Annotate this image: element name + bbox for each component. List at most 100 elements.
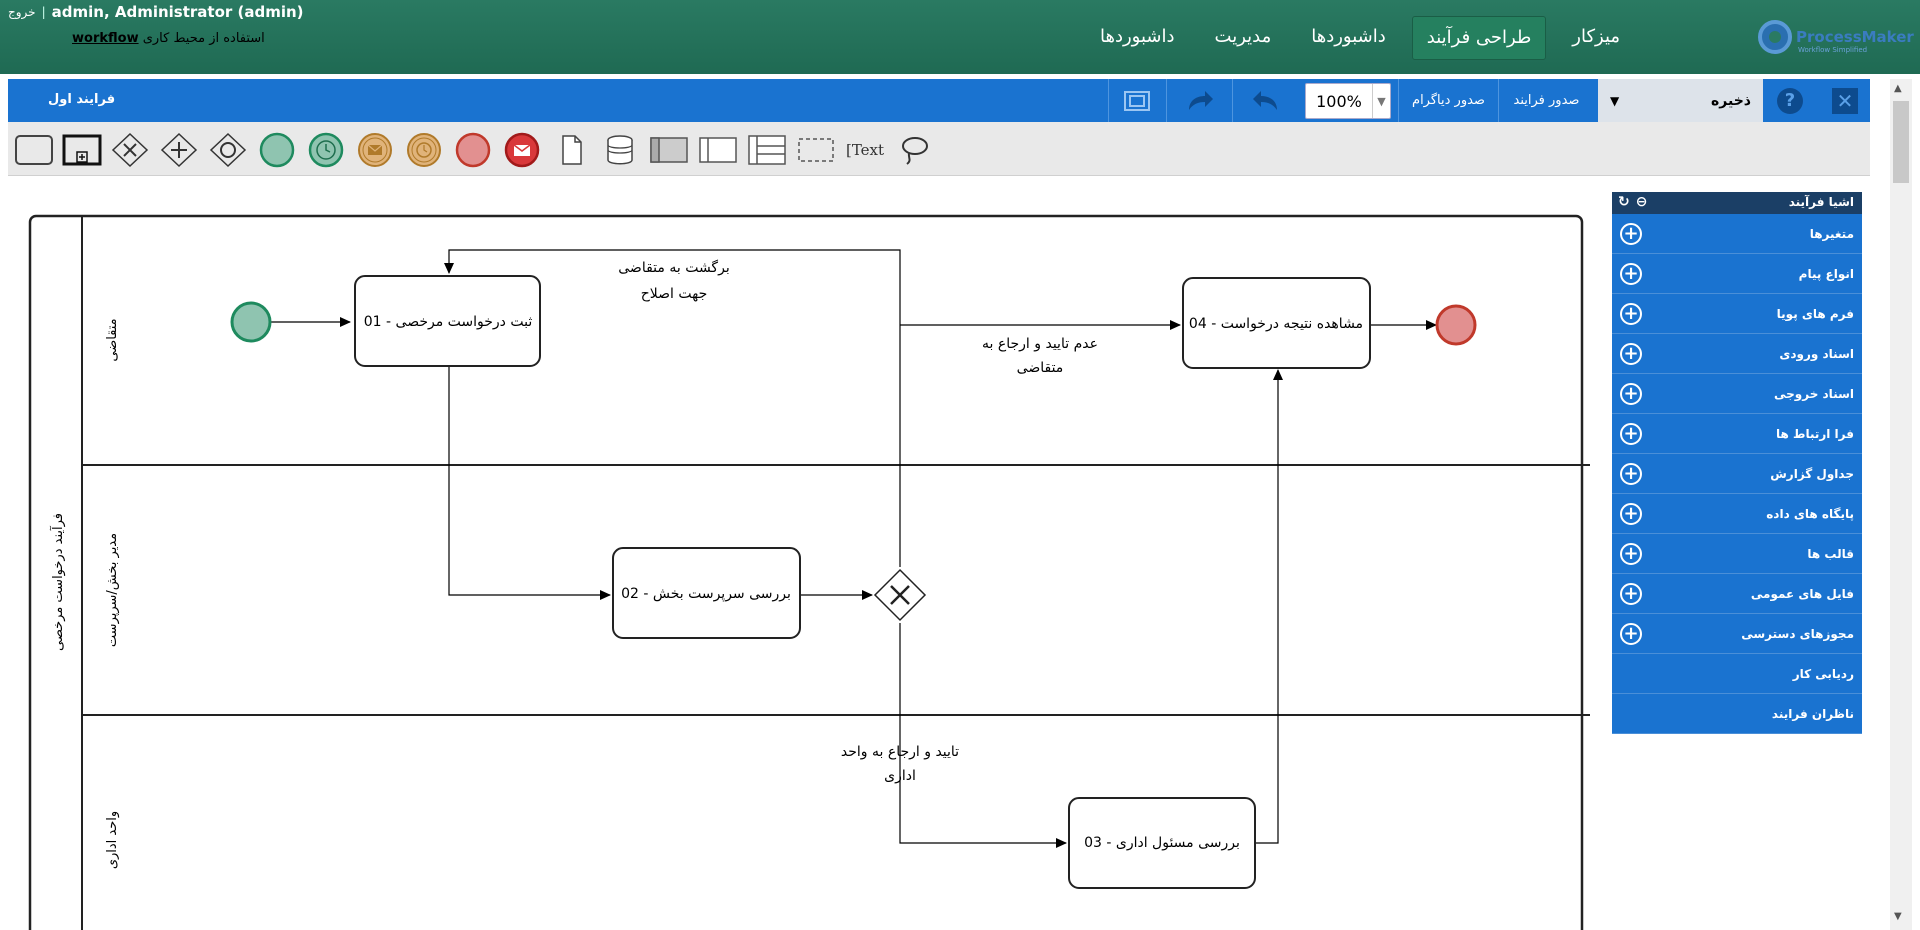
user-name: admin, Administrator (admin) (51, 3, 304, 21)
flow-label-reject-1: عدم تایید و ارجاع به (982, 336, 1098, 352)
panel-item-label: ردیابی کار (1792, 666, 1854, 681)
lanes-tool[interactable] (747, 132, 787, 168)
add-icon[interactable]: + (1620, 302, 1642, 325)
data-store-tool[interactable] (600, 132, 640, 168)
add-icon[interactable]: + (1620, 542, 1642, 565)
text-annotation-icon: [Text (845, 141, 885, 159)
panel-item-label: اسناد خروجی (1773, 386, 1854, 401)
data-object-tool[interactable] (551, 132, 591, 168)
add-icon[interactable]: + (1620, 462, 1642, 485)
help-button[interactable]: ? (1766, 79, 1814, 122)
user-line: خروج | admin, Administrator (admin) (8, 3, 304, 21)
data-store-icon (607, 135, 633, 165)
add-icon[interactable]: + (1620, 422, 1642, 445)
panel-item-label: اسناد ورودی (1779, 346, 1854, 361)
inclusive-gateway-tool[interactable] (208, 132, 248, 168)
panel-item-dynaforms[interactable]: فرم های پویا+ (1612, 294, 1862, 334)
timer-intermediate-icon (407, 133, 441, 167)
add-icon[interactable]: + (1620, 622, 1642, 645)
logout-link[interactable]: خروج (8, 5, 36, 19)
end-event[interactable] (1435, 304, 1477, 346)
nav-admin[interactable]: مدیریت (1214, 26, 1272, 47)
exclusive-gateway-tool[interactable] (110, 132, 150, 168)
scrollbar-thumb[interactable] (1893, 101, 1909, 183)
add-icon[interactable]: + (1620, 582, 1642, 605)
export-process-button[interactable]: صدور فرایند (1498, 79, 1594, 122)
panel-item-supervisors[interactable]: ناظران فرایند (1612, 694, 1862, 734)
collapse-icon[interactable]: ⊖ (1635, 194, 1648, 210)
nav-designer[interactable]: طراحی فرآیند (1411, 16, 1547, 60)
panel-item-databases[interactable]: پایگاه های داده+ (1612, 494, 1862, 534)
zoom-select[interactable]: 100% ▼ (1305, 83, 1391, 119)
panel-item-triggers[interactable]: فرا ارتباط ها+ (1612, 414, 1862, 454)
flow-gateway-to-t01[interactable] (444, 249, 901, 567)
close-button[interactable]: ✕ (1820, 79, 1870, 122)
pool-icon (650, 137, 688, 163)
add-icon[interactable]: + (1620, 222, 1642, 245)
panel-item-message-types[interactable]: انواع پیام + (1612, 254, 1862, 294)
redo-button[interactable] (1166, 79, 1232, 122)
panel-item-case-tracker[interactable]: ردیابی کار (1612, 654, 1862, 694)
export-diagram-button[interactable]: صدور دیاگرام (1398, 79, 1498, 122)
pool-name: فرآیند درخواست مرخصی (49, 513, 66, 651)
message-end-icon (504, 132, 540, 168)
panel-item-label: انواع پیام (1798, 266, 1854, 281)
group-tool[interactable] (796, 132, 836, 168)
task-tool[interactable] (14, 132, 54, 168)
message-intermediate-tool[interactable] (355, 132, 395, 168)
flow-label-approve-2: اداری (884, 768, 916, 784)
refresh-icon[interactable]: ↻ (1618, 194, 1630, 210)
lasso-tool[interactable] (894, 132, 934, 168)
text-annotation-tool[interactable]: [Text (845, 132, 885, 168)
task-02-label: بررسی سرپرست بخش - 02 (621, 586, 791, 602)
close-icon: ✕ (1832, 87, 1858, 114)
panel-item-variables[interactable]: متغیرها+ (1612, 214, 1862, 254)
panel-item-output-docs[interactable]: اسناد خروجی + (1612, 374, 1862, 414)
timer-intermediate-tool[interactable] (404, 132, 444, 168)
process-title: فرایند اول (48, 92, 116, 107)
add-icon[interactable]: + (1620, 342, 1642, 365)
flow-gateway-to-t03[interactable] (899, 623, 1067, 848)
panel-item-public-files[interactable]: فایل های عمومی+ (1612, 574, 1862, 614)
flow-t03-to-t04[interactable] (1255, 369, 1283, 844)
add-icon[interactable]: + (1620, 262, 1642, 285)
nav-dashboards-2[interactable]: داشبوردها (1100, 26, 1175, 47)
fullscreen-button[interactable] (1108, 79, 1164, 122)
save-dropdown[interactable]: ذخیره ▼ (1598, 79, 1763, 122)
nav-desk[interactable]: میزکار (1572, 26, 1621, 47)
end-event-tool[interactable] (453, 132, 493, 168)
scroll-up-icon[interactable]: ▲ (1894, 83, 1902, 94)
undo-button[interactable] (1232, 79, 1298, 122)
exclusive-gateway[interactable] (873, 568, 927, 622)
nav-dashboards[interactable]: داشبوردها (1311, 26, 1386, 47)
workspace-name[interactable]: workflow (72, 31, 139, 46)
panel-item-templates[interactable]: قالب ها+ (1612, 534, 1862, 574)
start-event[interactable] (230, 301, 272, 343)
subprocess-icon (62, 134, 102, 166)
pool-tool[interactable] (649, 132, 689, 168)
subprocess-tool[interactable] (62, 132, 102, 168)
add-icon[interactable]: + (1620, 382, 1642, 405)
flow-t01-to-t02[interactable] (448, 366, 611, 600)
message-end-tool[interactable] (502, 132, 542, 168)
add-icon[interactable]: + (1620, 502, 1642, 525)
scroll-down-icon[interactable]: ▼ (1894, 911, 1902, 922)
vertical-scrollbar[interactable]: ▲ ▼ (1890, 79, 1912, 930)
panel-item-input-docs[interactable]: اسناد ورودی + (1612, 334, 1862, 374)
panel-item-permissions[interactable]: مجوزهای دسترسی+ (1612, 614, 1862, 654)
lane-tool[interactable] (698, 132, 738, 168)
task-04[interactable] (1182, 277, 1371, 369)
group-icon (798, 138, 834, 162)
panel-title: اشیا فرآیند (1788, 195, 1854, 209)
parallel-gateway-tool[interactable] (159, 132, 199, 168)
task-03[interactable] (1068, 797, 1256, 889)
logo-icon (1758, 20, 1792, 54)
process-canvas[interactable]: فرآیند درخواست مرخصی متقاضی مدیر بخش/سرپ… (0, 180, 1610, 930)
task-01[interactable] (354, 275, 541, 367)
panel-item-label: جداول گزارش (1770, 466, 1854, 481)
start-event-tool[interactable] (257, 132, 297, 168)
timer-start-tool[interactable] (306, 132, 346, 168)
pool[interactable] (28, 214, 1584, 930)
task-02[interactable] (612, 547, 801, 639)
panel-item-report-tables[interactable]: جداول گزارش + (1612, 454, 1862, 494)
